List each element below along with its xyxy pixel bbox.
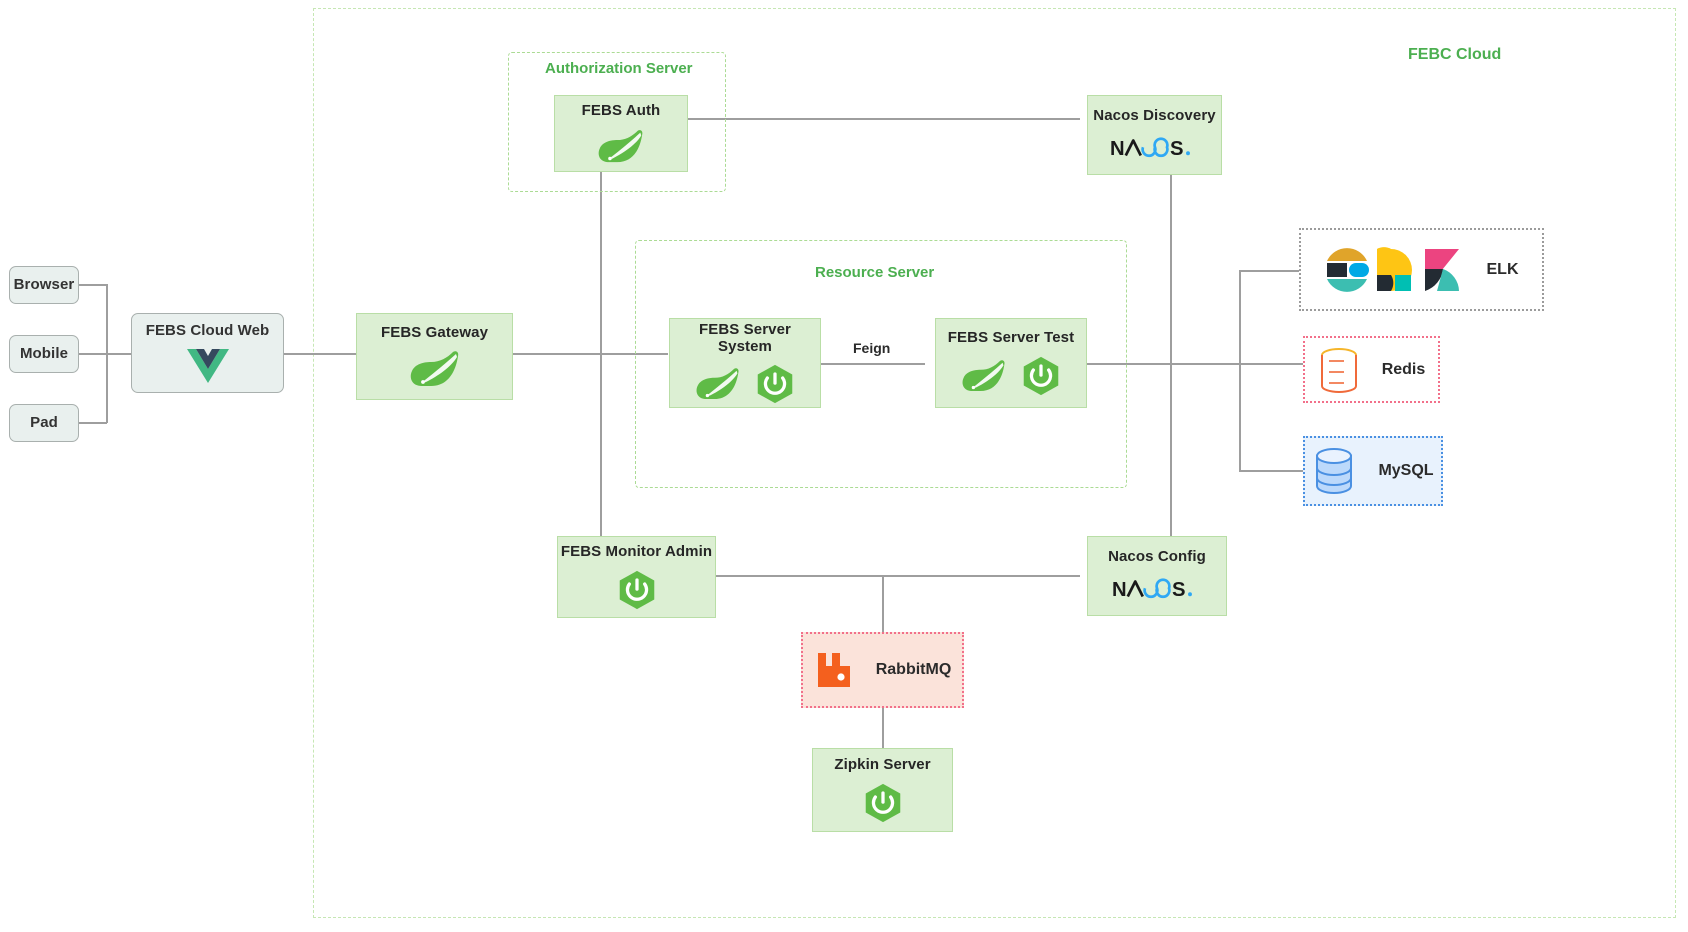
resource-server-group xyxy=(635,240,1127,488)
node-mysql-label: MySQL xyxy=(1378,462,1434,479)
edge-elk-horizontal xyxy=(1239,270,1299,272)
node-febs-server-system-label: FEBS Server System xyxy=(699,321,791,355)
node-zipkin-server[interactable]: Zipkin Server xyxy=(812,748,953,832)
node-febs-server-system[interactable]: FEBS Server System xyxy=(658,307,821,408)
node-nacos-discovery-label: Nacos Discovery xyxy=(1093,107,1216,125)
edge-mysql-drop xyxy=(1239,363,1241,470)
node-nacos-config-label: Nacos Config xyxy=(1108,548,1206,566)
node-nacos-config[interactable]: Nacos Config N S xyxy=(1076,525,1227,616)
client-mobile[interactable]: Mobile xyxy=(9,335,79,373)
edge-monitor-nacosconfig xyxy=(716,575,1080,577)
spring-leaf-icon xyxy=(695,367,741,401)
client-browser-label: Browser xyxy=(13,275,75,293)
febc-cloud-label: FEBC Cloud xyxy=(1408,46,1502,63)
node-mysql[interactable]: MySQL xyxy=(1303,436,1443,506)
node-febs-gateway-label: FEBS Gateway xyxy=(380,323,489,341)
edge-rabbit-zipkin xyxy=(882,708,884,748)
spring-leaf-icon xyxy=(597,129,645,164)
svg-text:S: S xyxy=(1170,138,1184,160)
edge-auth-nacos-discovery xyxy=(688,118,1080,120)
edge-nacos-vertical xyxy=(1170,174,1172,536)
edge-elk-riser xyxy=(1239,270,1241,364)
node-nacos-discovery[interactable]: Nacos Discovery N S xyxy=(1076,84,1222,175)
node-febs-monitor-admin-label: FEBS Monitor Admin xyxy=(560,543,713,561)
client-pad[interactable]: Pad xyxy=(9,404,79,442)
node-elk-label: ELK xyxy=(1486,260,1519,278)
rabbitmq-logo-icon xyxy=(814,650,854,690)
edge-mysql-horizontal xyxy=(1239,470,1303,472)
node-redis[interactable]: Redis xyxy=(1303,336,1440,403)
spring-leaf-icon xyxy=(409,350,461,388)
spring-boot-actuator-icon xyxy=(617,570,657,610)
febc-cloud-boundary xyxy=(313,8,1676,918)
node-febs-auth[interactable]: FEBS Auth xyxy=(543,84,688,172)
authorization-server-group xyxy=(508,52,726,192)
node-febs-auth-label: FEBS Auth xyxy=(581,102,661,120)
node-icons xyxy=(961,356,1061,396)
node-febs-gateway[interactable]: FEBS Gateway xyxy=(345,302,513,400)
spring-leaf-icon xyxy=(961,359,1007,393)
node-zipkin-server-label: Zipkin Server xyxy=(834,756,931,774)
node-icons xyxy=(695,364,795,404)
edge-web-gateway xyxy=(284,353,356,355)
edge-rabbit-riser xyxy=(882,575,884,632)
node-febs-cloud-web[interactable]: FEBS Cloud Web xyxy=(131,313,284,393)
edge-servertest-right xyxy=(1087,363,1399,365)
elk-logos-icon xyxy=(1325,246,1465,293)
vue-logo-icon xyxy=(186,348,229,383)
node-febs-cloud-web-label: FEBS Cloud Web xyxy=(145,322,270,340)
edge-client-bus-vertical xyxy=(106,284,108,423)
edge-feign-label: Feign xyxy=(849,340,895,356)
node-rabbitmq[interactable]: RabbitMQ xyxy=(801,632,964,708)
edge-browser-bus xyxy=(79,284,107,286)
client-pad-label: Pad xyxy=(30,413,58,431)
node-febs-server-test-label: FEBS Server Test xyxy=(947,329,1075,347)
svg-text:S: S xyxy=(1172,579,1186,601)
client-mobile-label: Mobile xyxy=(19,344,69,362)
node-febs-server-test[interactable]: FEBS Server Test xyxy=(924,307,1087,408)
authorization-server-label: Authorization Server xyxy=(545,60,693,77)
nacos-logo-icon: N S xyxy=(1110,134,1200,162)
nacos-logo-icon: N S xyxy=(1112,575,1202,603)
svg-text:N: N xyxy=(1112,579,1127,601)
edge-gateway-resource xyxy=(513,353,668,355)
resource-server-label: Resource Server xyxy=(815,264,935,281)
svg-text:N: N xyxy=(1110,138,1125,160)
redis-cylinder-icon xyxy=(1318,347,1360,393)
node-redis-label: Redis xyxy=(1381,360,1426,378)
client-browser[interactable]: Browser xyxy=(9,266,79,304)
edge-auth-vertical xyxy=(600,172,602,536)
edge-feign xyxy=(820,363,925,365)
node-febs-monitor-admin[interactable]: FEBS Monitor Admin xyxy=(557,536,716,618)
node-rabbitmq-label: RabbitMQ xyxy=(875,661,952,678)
edge-pad-bus xyxy=(79,422,107,424)
spring-boot-actuator-icon xyxy=(1021,356,1061,396)
mysql-cylinder-icon xyxy=(1312,447,1356,495)
spring-boot-actuator-icon xyxy=(863,783,903,823)
node-elk[interactable]: ELK xyxy=(1299,228,1544,311)
spring-boot-actuator-icon xyxy=(755,364,795,404)
